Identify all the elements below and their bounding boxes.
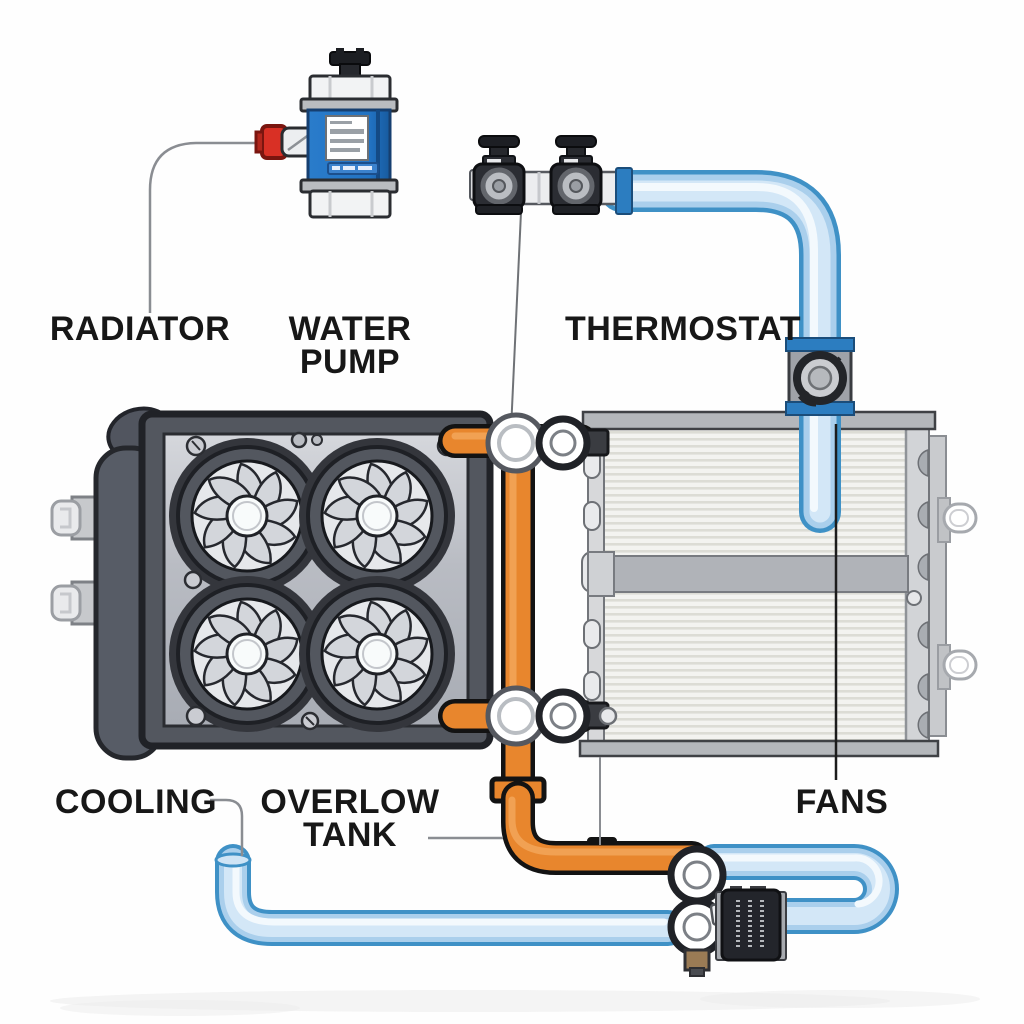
cooling-leader-line bbox=[210, 798, 244, 856]
bottom-junction bbox=[667, 845, 787, 977]
valve-leader-line bbox=[510, 211, 522, 431]
connector-ring bbox=[485, 412, 591, 474]
coolant-pipe-u-bend bbox=[696, 844, 899, 934]
label-overflow-tank-line1: OVERLOW bbox=[260, 783, 440, 821]
label-thermostat: THERMOSTAT bbox=[564, 310, 802, 348]
pump-bottom-cap bbox=[308, 189, 392, 219]
thermostat-housing bbox=[785, 337, 855, 416]
label-water-pump-line1: WATER bbox=[288, 310, 412, 348]
hot-pipe-vertical bbox=[501, 433, 535, 729]
valve-handle bbox=[555, 135, 597, 148]
engine-right-bracket bbox=[927, 435, 947, 737]
ground-shadow bbox=[50, 990, 980, 1016]
valve bbox=[472, 135, 526, 215]
pipe-collar bbox=[615, 167, 633, 215]
label-radiator: RADIATOR bbox=[49, 310, 231, 348]
connector-ring bbox=[485, 685, 591, 747]
aux-pump bbox=[709, 886, 787, 962]
coolant-pipe-open-end bbox=[214, 852, 252, 868]
coolant-pipe-top bbox=[600, 170, 841, 533]
engine-top-cap bbox=[581, 410, 937, 431]
coolant-pipe-bottom bbox=[214, 844, 686, 946]
engine-middle-band bbox=[591, 555, 909, 593]
label-cooling: COOLING bbox=[54, 783, 218, 821]
radiator-fan bbox=[297, 574, 457, 734]
label-water-pump: WATER PUMP bbox=[288, 310, 412, 382]
label-overflow-tank-line2: TANK bbox=[303, 816, 397, 855]
label-water-pump-line2: PUMP bbox=[299, 343, 401, 382]
engine-heat-exchanger bbox=[578, 410, 978, 758]
valve bbox=[549, 135, 603, 215]
radiator-fan bbox=[297, 436, 457, 596]
radiator-leader-line bbox=[148, 141, 262, 313]
water-pump bbox=[254, 48, 399, 219]
engine-bottom-cap bbox=[578, 739, 940, 758]
radiator bbox=[50, 406, 494, 761]
label-overflow-tank: OVERLOW TANK bbox=[260, 783, 440, 855]
thermostat-valves bbox=[469, 135, 633, 215]
valve-handle bbox=[478, 135, 520, 148]
pipe-connector-rings bbox=[485, 412, 591, 747]
label-fans: FANS bbox=[795, 783, 889, 821]
